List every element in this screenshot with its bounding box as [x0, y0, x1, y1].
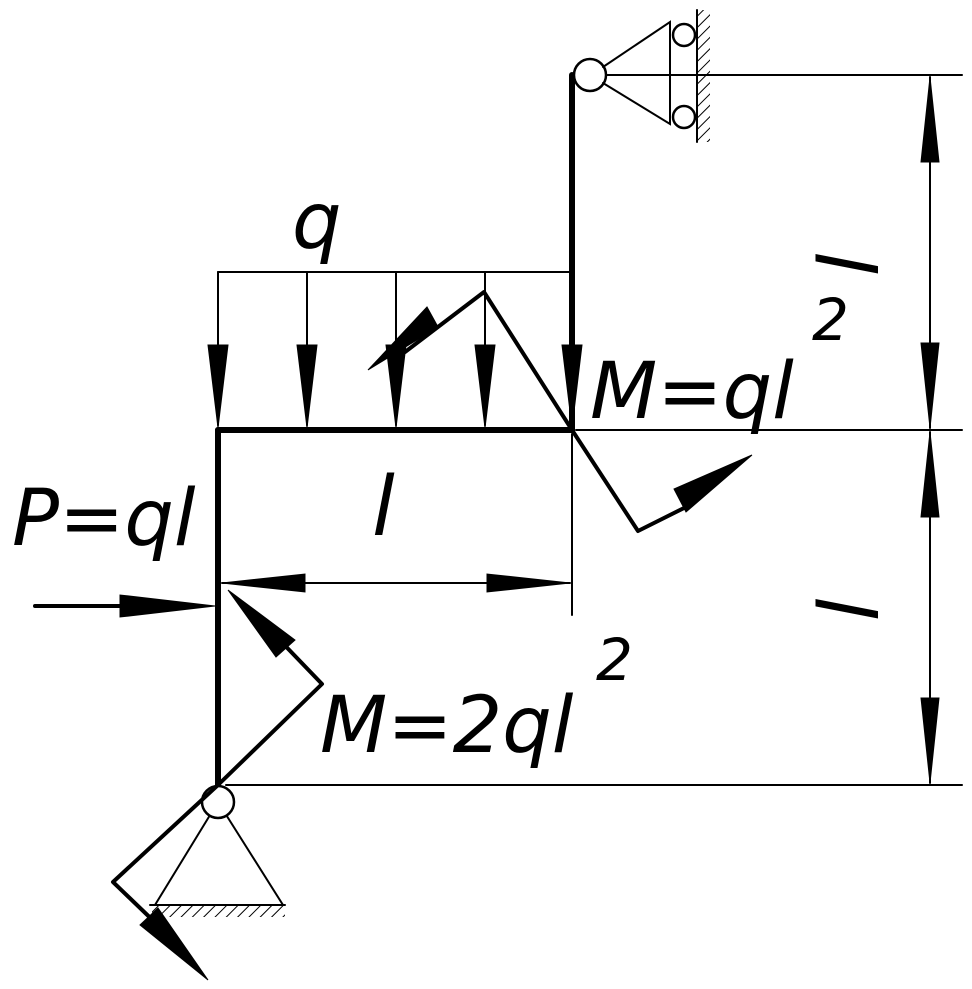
force-p-label: P=ql [12, 474, 196, 564]
roller-wheel-lower [671, 104, 697, 130]
force-p: P=ql [12, 474, 216, 618]
load-arrow-head-1 [207, 344, 229, 429]
moment-bottom: M=2ql 2 [111, 589, 633, 981]
roller-wheel-upper [671, 22, 697, 48]
moment-bottom-label: M=2ql [320, 681, 574, 771]
load-arrow-head-5 [561, 344, 583, 429]
dimension-horizontal: l [221, 433, 573, 616]
dim-v-bottom-label: l [803, 598, 898, 621]
dim-h-arrow-right [486, 573, 571, 593]
load-arrow-head-4 [474, 344, 496, 429]
distributed-load: q [207, 177, 583, 429]
moment-bottom-arrowhead-2 [139, 907, 209, 981]
moment-top-arrowhead-2 [673, 454, 753, 513]
moment-bottom-exponent: 2 [596, 626, 633, 694]
moment-bottom-arrowhead-1 [227, 589, 296, 658]
dim-h-arrow-left [221, 573, 306, 593]
ground-hatching [152, 906, 285, 917]
moment-top-zigzag-2 [570, 428, 692, 533]
moment-bottom-zigzag [216, 628, 324, 787]
moment-top-label: M=ql [590, 347, 794, 437]
moment-top-arrowhead-1 [367, 306, 439, 371]
dim-v-bottom-arrow-up [920, 431, 940, 518]
hinge-bottom [200, 784, 236, 820]
dim-v-top-arrow-down [920, 342, 940, 429]
support-triangle-top [602, 20, 671, 126]
pin-support-bottom [149, 784, 286, 917]
load-arrow-head-2 [296, 344, 318, 429]
moment-top-zigzag [403, 290, 574, 432]
frame-structure [215, 72, 575, 788]
force-p-head [119, 594, 216, 618]
dim-v-top-arrow-up [920, 76, 940, 163]
dim-h-label: l [372, 460, 395, 555]
moment-top: M=ql 2 [367, 286, 849, 533]
moment-bottom-zigzag-2 [111, 783, 220, 934]
load-label-q: q [292, 177, 342, 267]
dimension-vertical: l l [225, 74, 963, 786]
dim-v-bottom-arrow-down [920, 697, 940, 784]
hinge-top [572, 57, 608, 93]
dim-v-top-label: l [803, 253, 898, 276]
moment-top-exponent: 2 [812, 286, 849, 354]
